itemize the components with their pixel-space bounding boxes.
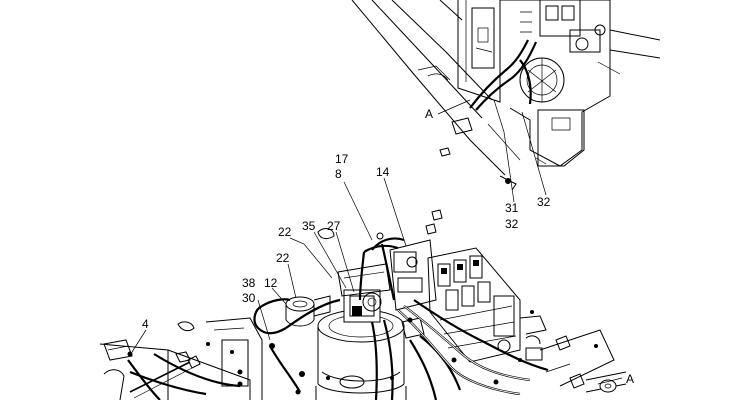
callout-22-left: 22 <box>276 251 290 265</box>
filter-canister <box>285 295 331 327</box>
callout-12: 12 <box>264 276 278 290</box>
callout-14: 14 <box>376 165 390 179</box>
callout-35: 35 <box>302 219 316 233</box>
swivel-joint <box>315 263 407 400</box>
misc-fittings <box>317 228 571 351</box>
callout-30: 30 <box>242 291 256 305</box>
callout-labels: A 31 32 32 17 8 14 22 35 27 22 38 12 30 … <box>142 107 634 386</box>
callout-32-right: 32 <box>537 195 551 209</box>
control-valve-stack <box>389 209 547 363</box>
callout-32-stack: 32 <box>505 217 519 231</box>
callout-4: 4 <box>142 317 149 331</box>
callout-38: 38 <box>242 276 256 290</box>
callout-a-bottom: A <box>626 372 634 386</box>
upper-frame-assembly <box>351 0 661 191</box>
lower-leader-lines <box>131 177 623 385</box>
callout-a-top: A <box>425 107 433 121</box>
right-pipe-run <box>539 329 627 393</box>
callout-22-top: 22 <box>278 225 292 239</box>
callout-27: 27 <box>327 219 341 233</box>
callout-8: 8 <box>335 167 342 181</box>
lower-base-frame <box>99 317 263 400</box>
callout-31: 31 <box>505 201 519 215</box>
callout-17: 17 <box>335 152 349 166</box>
hydraulic-hoses <box>127 237 549 400</box>
upper-leader-lines <box>437 99 547 203</box>
